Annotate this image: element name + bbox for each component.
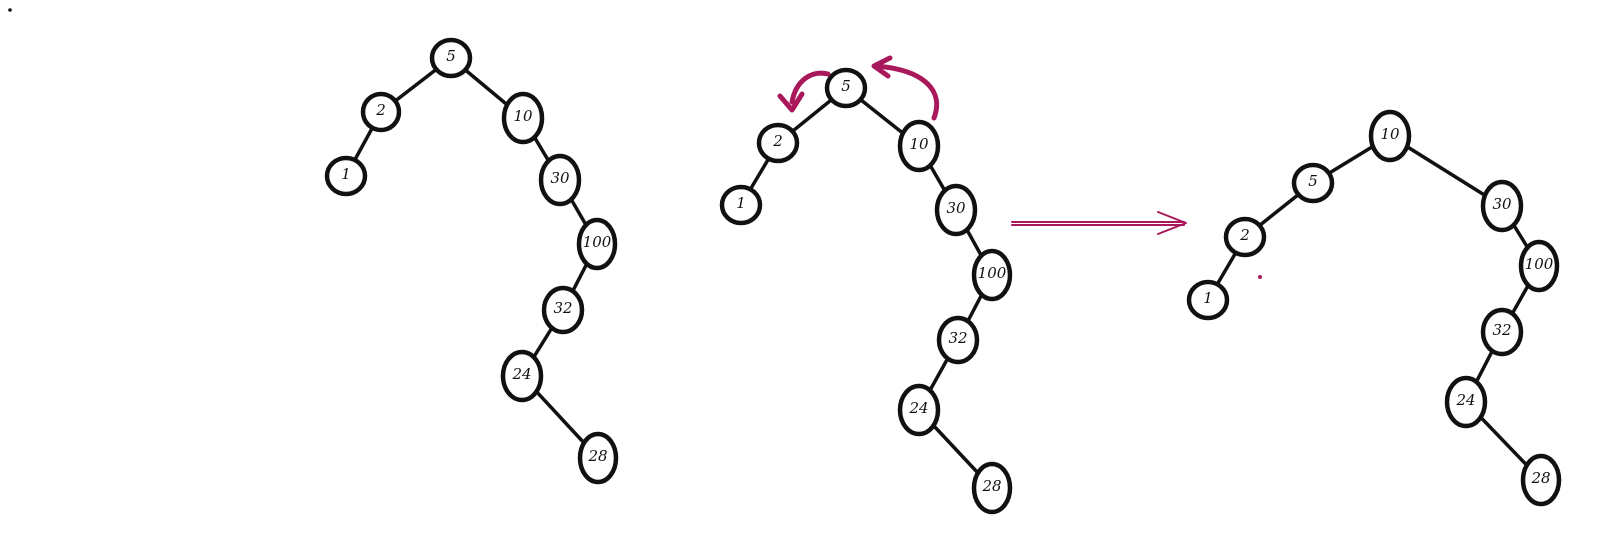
tree-node-100: 100 — [576, 217, 618, 271]
node-circle — [756, 122, 800, 164]
node-circle — [1223, 216, 1267, 258]
node-label: 10 — [909, 135, 929, 153]
node-label: 2 — [1239, 226, 1250, 244]
tree-node-1: 1 — [324, 155, 368, 197]
node-label: 28 — [587, 447, 607, 465]
stray-dot — [8, 8, 12, 12]
tree-node-28: 28 — [971, 461, 1013, 515]
node-label: 28 — [1530, 469, 1550, 487]
node-label: 32 — [553, 299, 572, 317]
tree-node-28: 28 — [1520, 453, 1562, 507]
node-circle — [971, 461, 1013, 515]
transform-arrow — [1011, 211, 1187, 235]
tree-node-100: 100 — [971, 248, 1013, 302]
node-circle — [538, 153, 582, 207]
node-label: 30 — [550, 169, 570, 187]
node-label: 30 — [946, 199, 966, 217]
node-label: 24 — [908, 399, 928, 417]
tree-node-24: 24 — [897, 383, 941, 437]
node-label: 24 — [511, 365, 531, 383]
tree-before-rotation: 5 2 1 10 30 100 32 24 28 — [324, 37, 619, 485]
tree-node-5: 5 — [429, 37, 473, 79]
rotation-arrow-right-head — [871, 55, 893, 79]
tree-node-28: 28 — [577, 431, 619, 485]
node-label: 32 — [948, 329, 967, 347]
tree-node-30: 30 — [1480, 179, 1524, 233]
tree-node-24: 24 — [500, 349, 544, 403]
node-circle — [897, 383, 941, 437]
node-circle — [934, 183, 978, 237]
tree-after-rotation: 10 5 2 1 30 100 32 24 28 — [1186, 109, 1562, 507]
tree-node-100: 100 — [1518, 239, 1560, 293]
tree-node-5: 5 — [824, 67, 868, 109]
node-circle — [429, 37, 473, 79]
tree-node-1: 1 — [719, 184, 763, 226]
node-label: 1 — [736, 194, 746, 212]
node-circle — [719, 184, 763, 226]
tree-node-32: 32 — [1480, 307, 1524, 357]
rotation-arrow-left — [789, 70, 831, 105]
node-circle — [897, 119, 941, 173]
tree-rotation-step: 5 2 1 10 30 100 32 24 28 — [719, 67, 1013, 515]
tree-node-1: 1 — [1186, 279, 1230, 321]
transform-arrow-head — [1157, 211, 1187, 235]
tree-node-32: 32 — [541, 285, 585, 335]
node-circle — [824, 67, 868, 109]
stray-accent-dot — [1258, 275, 1262, 279]
node-circle — [541, 285, 585, 335]
node-label: 2 — [772, 132, 783, 150]
node-label: 1 — [341, 165, 351, 183]
node-circle — [1518, 239, 1560, 293]
node-circle — [576, 217, 618, 271]
node-circle — [1444, 375, 1488, 429]
node-label: 5 — [1308, 172, 1318, 190]
tree-node-10: 10 — [897, 119, 941, 173]
node-label: 10 — [513, 107, 533, 125]
node-circle — [500, 349, 544, 403]
rotation-arrow-right — [873, 63, 940, 121]
node-label: 2 — [375, 101, 386, 119]
node-label: 1 — [1203, 289, 1213, 307]
node-circle — [360, 91, 402, 133]
tree-node-2: 2 — [756, 122, 800, 164]
node-label: 100 — [1525, 255, 1554, 273]
node-circle — [324, 155, 368, 197]
tree-node-32: 32 — [936, 315, 980, 365]
rotation-arrows — [777, 55, 940, 121]
tree-node-30: 30 — [538, 153, 582, 207]
node-circle — [1480, 307, 1524, 357]
node-circle — [1520, 453, 1562, 507]
node-label: 5 — [841, 77, 851, 95]
node-circle — [1186, 279, 1230, 321]
tree-node-30: 30 — [934, 183, 978, 237]
tree-node-10: 10 — [1368, 109, 1412, 163]
node-label: 28 — [981, 477, 1001, 495]
tree-node-2: 2 — [360, 91, 402, 133]
node-circle — [501, 91, 545, 145]
node-circle — [1480, 179, 1524, 233]
node-label: 5 — [446, 47, 456, 65]
node-circle — [971, 248, 1013, 302]
node-label: 10 — [1380, 125, 1400, 143]
node-label: 32 — [1492, 321, 1511, 339]
node-label: 24 — [1455, 391, 1475, 409]
tree-node-24: 24 — [1444, 375, 1488, 429]
node-circle — [577, 431, 619, 485]
rotation-arrow-left-head — [777, 91, 805, 113]
tree-node-10: 10 — [501, 91, 545, 145]
node-label: 100 — [978, 264, 1007, 282]
tree-node-2: 2 — [1223, 216, 1267, 258]
node-label: 100 — [583, 233, 612, 251]
node-circle — [1368, 109, 1412, 163]
tree-node-5: 5 — [1291, 162, 1335, 204]
node-circle — [936, 315, 980, 365]
node-circle — [1291, 162, 1335, 204]
node-label: 30 — [1492, 195, 1512, 213]
